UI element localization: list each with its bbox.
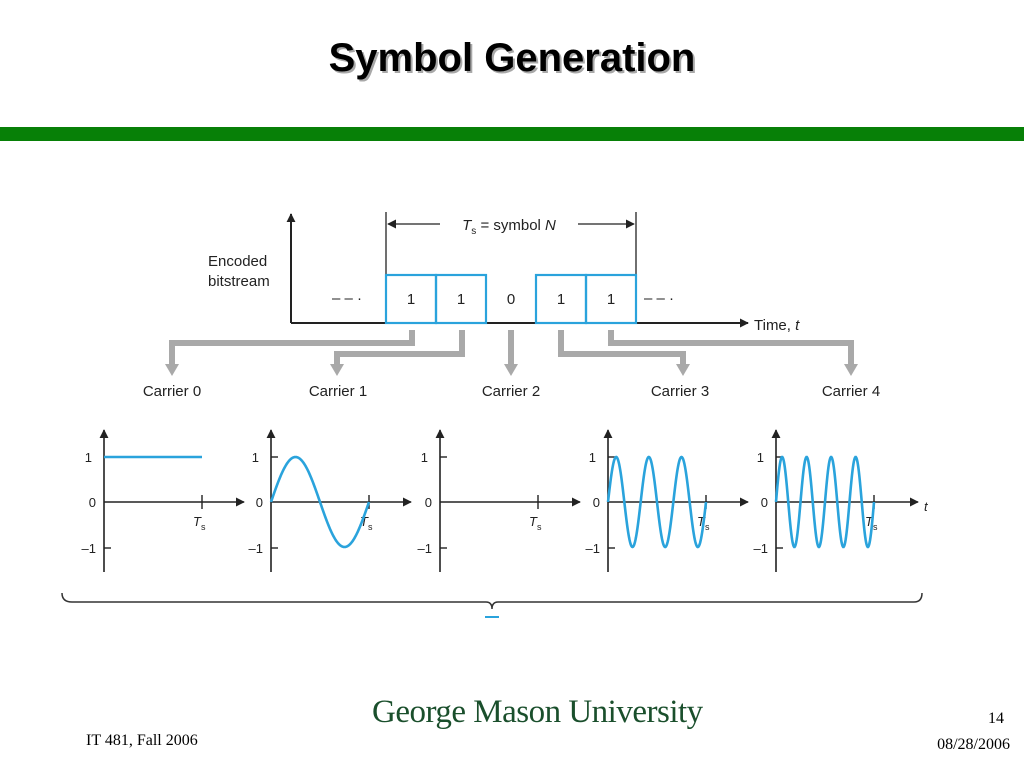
carrier-3-label-zero: 0 xyxy=(593,495,600,510)
bitstream-dashes-right: – – · xyxy=(644,290,674,307)
carrier-1-label-zero: 0 xyxy=(256,495,263,510)
bit-label-2: 0 xyxy=(507,291,515,308)
carrier-label-4: Carrier 4 xyxy=(822,383,880,400)
carrier-3-waveform xyxy=(606,455,708,549)
carrier-0-label-ts: Ts xyxy=(193,514,206,532)
route-arrow-4 xyxy=(608,330,854,366)
carrier-plot-2: 1 0 –1 Ts xyxy=(418,429,581,572)
bit-label-3: 1 xyxy=(557,291,565,308)
carrier-4-label-neg: –1 xyxy=(754,541,768,556)
symbol-period-label: Ts = symbol N xyxy=(462,217,556,237)
carrier-labels: Carrier 0 Carrier 1 Carrier 2 Carrier 3 Carr… xyxy=(143,383,880,400)
footer-date: 08/28/2006 xyxy=(937,736,1010,753)
carrier-label-1: Carrier 1 xyxy=(309,383,367,400)
carrier-plot-1: 1 0 –1 Ts xyxy=(249,429,412,572)
carrier-label-0: Carrier 0 xyxy=(143,383,201,400)
carrier-time-label: t xyxy=(924,499,929,514)
page-number: 14 xyxy=(988,710,1004,727)
route-arrow-1 xyxy=(334,330,465,366)
slide-title: Symbol Generation xyxy=(328,36,696,80)
carrier-3-label-ts: Ts xyxy=(697,514,710,532)
carrier-1-label-neg: –1 xyxy=(249,541,263,556)
carrier-plot-4: 1 0 –1 Ts xyxy=(754,429,919,572)
route-arrowhead-0 xyxy=(165,364,179,376)
carrier-2-label-zero: 0 xyxy=(425,495,432,510)
carrier-4-label-zero: 0 xyxy=(761,495,768,510)
university-logo: George Mason University xyxy=(372,694,703,730)
carrier-plots: 1 0 –1 Ts 1 0 –1 Ts 1 0 –1 Ts 1 0 –1 Ts 1 0 –1 Ts t xyxy=(82,429,929,572)
bottom-brace xyxy=(61,592,923,610)
carrier-label-2: Carrier 2 xyxy=(482,383,540,400)
bit-label-0: 1 xyxy=(407,291,415,308)
carrier-4-waveform xyxy=(774,455,876,549)
bitstream-dashes-left: – – · xyxy=(332,290,362,307)
time-axis-label: Time, t xyxy=(754,317,800,334)
carrier-2-label-neg: –1 xyxy=(418,541,432,556)
bit-cell-1 xyxy=(434,273,488,325)
bitstream-ylabel-2: bitstream xyxy=(208,273,270,290)
bit-label-1: 1 xyxy=(457,291,465,308)
route-arrowhead-2 xyxy=(504,364,518,376)
bitstream-ylabel: Encoded xyxy=(208,253,267,270)
carrier-plot-3: 1 0 –1 Ts xyxy=(586,429,749,572)
carrier-plot-0: 1 0 –1 Ts xyxy=(82,429,245,572)
carrier-0-label-one: 1 xyxy=(85,450,92,465)
carrier-4-label-one: 1 xyxy=(757,450,764,465)
route-arrowhead-3 xyxy=(676,364,690,376)
bit-cell-4 xyxy=(584,273,638,325)
carrier-1-waveform xyxy=(269,455,371,549)
carrier-1-label-ts: Ts xyxy=(360,514,373,532)
carrier-4-label-ts: Ts xyxy=(865,514,878,532)
bit-label-4: 1 xyxy=(607,291,615,308)
carrier-3-label-one: 1 xyxy=(589,450,596,465)
carrier-0-label-neg: –1 xyxy=(82,541,96,556)
carrier-3-label-neg: –1 xyxy=(586,541,600,556)
carrier-1-label-one: 1 xyxy=(252,450,259,465)
route-arrowhead-4 xyxy=(844,364,858,376)
carrier-0-label-zero: 0 xyxy=(89,495,96,510)
carrier-2-label-ts: Ts xyxy=(529,514,542,532)
route-arrow-3 xyxy=(558,330,686,366)
carrier-label-3: Carrier 3 xyxy=(651,383,709,400)
bit-cells: 1 1 0 1 1 xyxy=(384,273,638,325)
course-footer: IT 481, Fall 2006 xyxy=(86,732,198,749)
route-arrow-0 xyxy=(169,330,415,366)
carrier-2-label-one: 1 xyxy=(421,450,428,465)
route-arrowhead-1 xyxy=(330,364,344,376)
carrier-routing-arrows xyxy=(165,330,858,376)
title-rule xyxy=(0,127,1024,141)
